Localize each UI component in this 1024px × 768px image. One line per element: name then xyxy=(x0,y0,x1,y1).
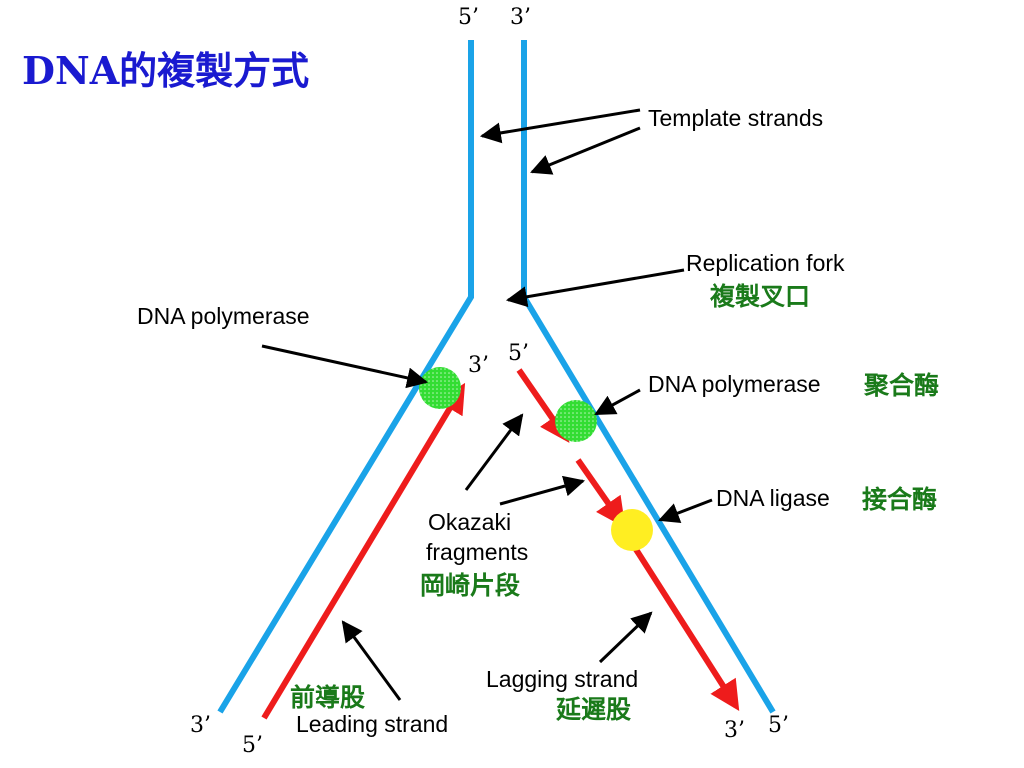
arrow-ligase xyxy=(658,498,713,524)
dna-ligase-blob xyxy=(611,509,653,551)
arrow-polymerase-right xyxy=(594,388,641,416)
okazaki-label-line2: fragments xyxy=(426,539,528,565)
okazaki-fragment-3 xyxy=(627,538,740,712)
leading-strand-zh-label: 前導股 xyxy=(290,683,365,712)
okazaki-fragment-2 xyxy=(575,458,626,528)
dna-polymerase-right-label: DNA polymerase xyxy=(648,371,821,397)
replication-fork-label: Replication fork xyxy=(686,250,845,276)
template-strand-left xyxy=(217,40,474,714)
left-bottom-3-prime-label: 3’ xyxy=(190,713,211,738)
arrow-template-right xyxy=(530,126,641,175)
template-strands-label: Template strands xyxy=(648,105,823,131)
dna-polymerase-right-blob xyxy=(555,400,597,442)
lagging-strand-label: Lagging strand xyxy=(486,666,638,692)
lagging-strand-zh-label: 延遲股 xyxy=(555,695,631,724)
dna-polymerase-zh-label: 聚合酶 xyxy=(863,371,939,400)
arrow-polymerase-left xyxy=(261,344,429,389)
leading-top-3-prime-label: 3’ xyxy=(468,353,489,378)
arrow-leading-strand xyxy=(341,620,402,701)
arrow-replication-fork xyxy=(505,268,685,308)
leading-strand-line xyxy=(261,382,466,720)
arrow-lagging-strand xyxy=(598,611,653,664)
arrow-template-left xyxy=(479,108,641,144)
leading-strand-label: Leading strand xyxy=(296,711,448,737)
dna-ligase-label: DNA ligase xyxy=(716,485,830,511)
diagram-title: DNA的複製方式 xyxy=(22,48,309,93)
arrow-okazaki-1 xyxy=(464,413,524,491)
okazaki-zh-label: 岡崎片段 xyxy=(420,571,520,600)
arrow-okazaki-2 xyxy=(499,475,586,506)
okazaki-label-line1: Okazaki xyxy=(428,509,511,535)
dna-ligase-zh-label: 接合酶 xyxy=(862,485,937,514)
lagging-top-5-prime-label: 5’ xyxy=(508,341,529,366)
dna-polymerase-left-blob xyxy=(419,367,461,409)
leading-bottom-5-prime-label: 5’ xyxy=(242,733,263,758)
top-3-prime-label: 3’ xyxy=(510,5,531,30)
dna-polymerase-left-label: DNA polymerase xyxy=(137,303,310,329)
right-bottom-5-prime-label: 5’ xyxy=(768,713,789,738)
top-5-prime-label: 5’ xyxy=(458,5,479,30)
lagging-bottom-3-prime-label: 3’ xyxy=(724,718,745,743)
replication-fork-zh-label: 複製叉口 xyxy=(710,282,810,311)
